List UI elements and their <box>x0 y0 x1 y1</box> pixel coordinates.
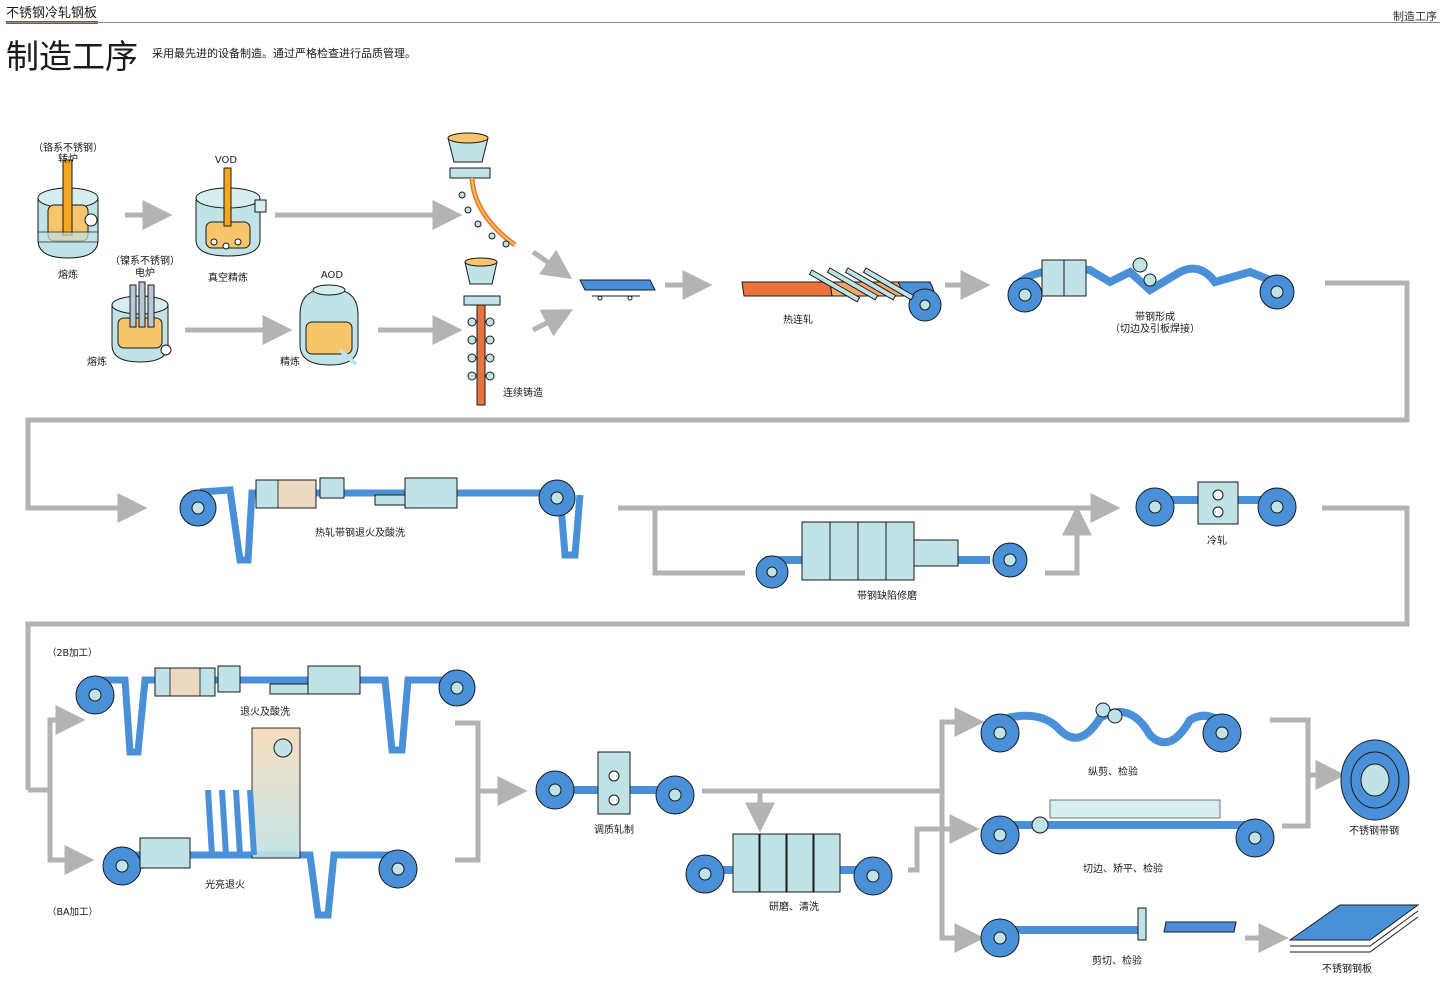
label-product-sheet: 不锈钢钢板 <box>1322 964 1372 975</box>
continuous-caster-upper <box>447 132 517 248</box>
label-hot-strip-anneal-pickle: 热轧带钢退火及酸洗 <box>315 528 405 539</box>
flow-arrows <box>25 200 1410 953</box>
temper-rolling-mill <box>535 751 695 815</box>
anneal-pickle-line <box>75 665 476 756</box>
hot-rolling-mill <box>741 267 942 322</box>
label-electric-furnace: 电炉 <box>135 268 155 279</box>
label-route-ba: （BA加工） <box>47 907 99 918</box>
label-temper-rolling: 调质轧制 <box>594 825 634 836</box>
label-vacuum-refine: 真空精炼 <box>208 273 248 284</box>
converter-equipment <box>37 159 99 259</box>
shearing-line <box>980 907 1237 958</box>
label-bright-anneal: 光亮退火 <box>205 880 245 891</box>
label-product-coil: 不锈钢带钢 <box>1349 826 1399 837</box>
continuous-caster-lower <box>463 257 501 406</box>
label-vod: VOD <box>214 155 238 166</box>
aod-equipment <box>299 284 359 366</box>
defect-grinding-line <box>755 521 1028 589</box>
label-converter: 转炉 <box>58 154 78 165</box>
label-aod: AOD <box>320 270 344 281</box>
label-furnace-melt: 熔炼 <box>87 357 107 368</box>
label-nickel-source: （镍系不锈钢） <box>110 256 180 267</box>
slab <box>579 279 656 301</box>
header-divider <box>6 22 1440 23</box>
hot-anneal-pickle-line <box>179 477 584 564</box>
product-coil <box>1340 739 1410 821</box>
label-strip-forming-note: （切边及引板焊接） <box>1110 324 1200 335</box>
label-anneal-pickle: 退火及酸洗 <box>240 707 290 718</box>
electric-furnace-equipment <box>111 281 172 363</box>
strip-forming-line <box>1007 257 1295 313</box>
bright-anneal-furnace <box>102 727 418 919</box>
leveling-line <box>980 799 1275 858</box>
cold-rolling-mill <box>1135 481 1297 527</box>
label-strip-forming: 带钢形成 <box>1135 312 1175 323</box>
label-grinding-washing: 研磨、清洗 <box>769 902 819 913</box>
vod-equipment <box>195 167 267 257</box>
product-sheet-stack <box>1288 904 1420 953</box>
label-trim-level-inspect: 切边、矫平、检验 <box>1083 864 1163 875</box>
label-hot-rolling: 热连轧 <box>783 315 813 326</box>
grinding-washing-line <box>685 833 893 896</box>
label-converter-melt: 熔炼 <box>58 270 78 281</box>
label-refine: 精炼 <box>280 357 300 368</box>
label-slitting-inspection: 纵剪、检验 <box>1088 767 1138 778</box>
label-shear-inspect: 剪切、检验 <box>1092 956 1142 967</box>
header-right-label: 制造工序 <box>1393 10 1437 23</box>
slitting-line <box>980 702 1242 753</box>
page-title: 制造工序 <box>6 37 138 76</box>
label-cold-rolling: 冷轧 <box>1207 536 1227 547</box>
label-continuous-casting: 连续铸造 <box>503 388 543 399</box>
page-subtitle: 采用最先进的设备制造。通过严格检查进行品质管理。 <box>152 47 416 60</box>
label-defect-grinding: 带钢缺陷修磨 <box>857 591 917 602</box>
section-title: 不锈钢冷轧钢板 <box>6 6 98 21</box>
label-route-2b: （2B加工） <box>47 648 98 659</box>
label-chromium-source: （铬系不锈钢） <box>33 143 103 154</box>
